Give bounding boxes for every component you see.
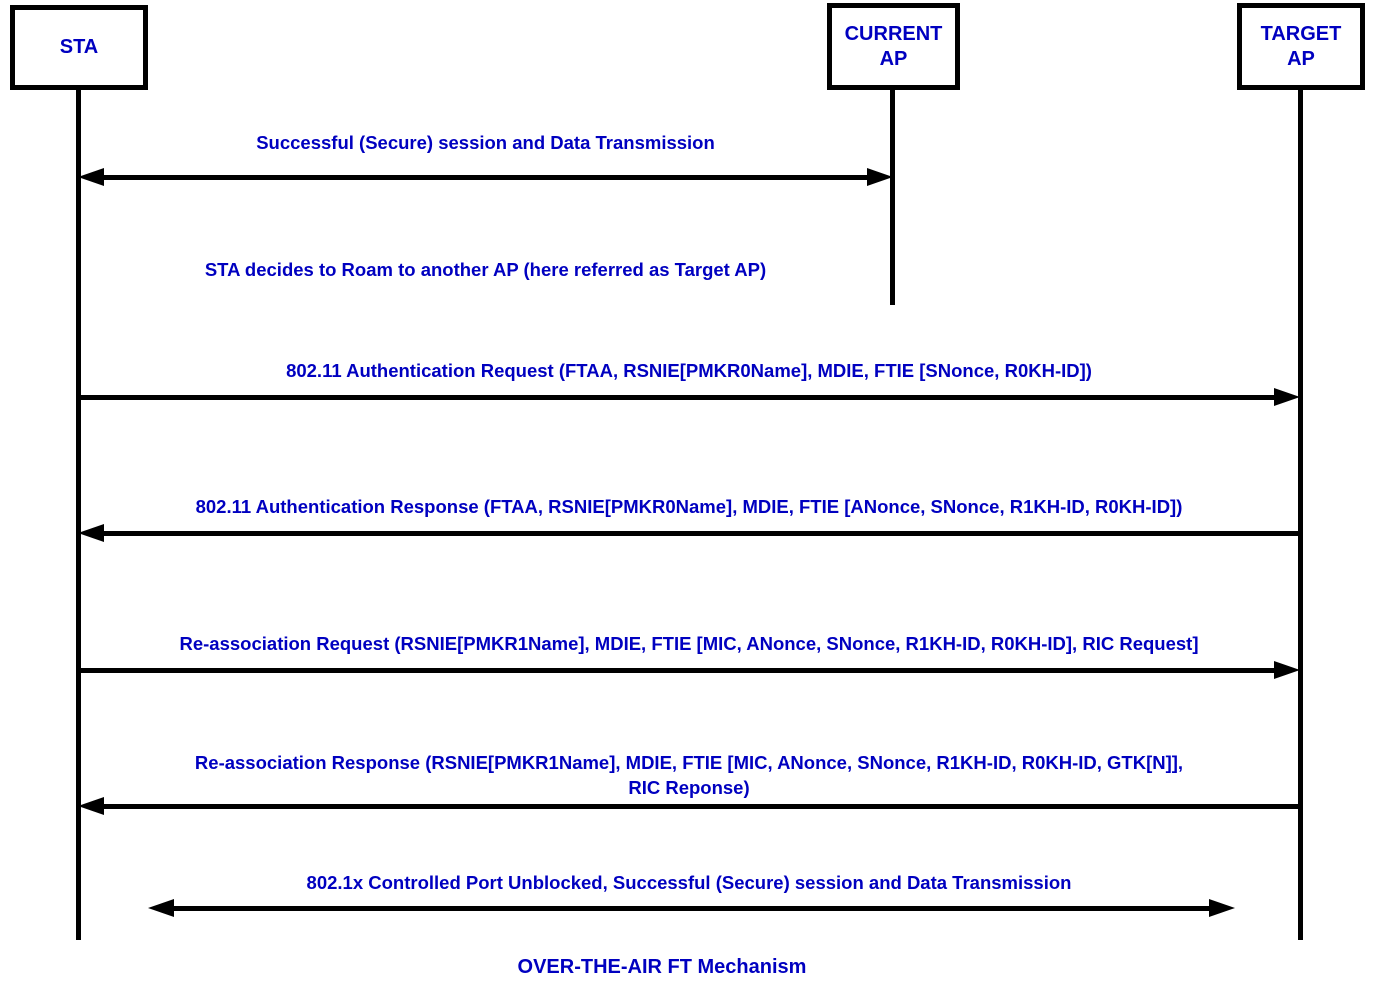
actor-label-target-ap: TARGET AP [1260,22,1342,70]
message-label: Successful (Secure) session and Data Tra… [256,132,715,153]
message-arrow [78,660,1300,680]
arrow-shaft [174,905,1209,911]
actor-box-current-ap: CURRENT AP [827,3,960,90]
message-arrow [148,898,1235,918]
diagram-title: OVER-THE-AIR FT Mechanism [517,956,807,978]
actor-label-current-ap: CURRENT AP [844,22,943,70]
actor-label-sta: STA [59,36,99,58]
message-label: 802.11 Authentication Response (FTAA, RS… [195,496,1183,517]
arrowhead-right-icon [1274,661,1300,679]
message-arrow [78,167,893,187]
message-label: Re-association Response (RSNIE[PMKR1Name… [194,752,1184,798]
message-arrow [78,387,1300,407]
message-label: 802.11 Authentication Request (FTAA, RSN… [286,360,1092,381]
arrowhead-left-icon [78,797,104,815]
arrowhead-right-icon [1274,388,1300,406]
lifeline-target-ap [1298,90,1303,940]
arrow-shaft [104,530,1300,536]
message-label: STA decides to Roam to another AP (here … [204,259,767,280]
arrowhead-left-icon [78,168,104,186]
arrow-shaft [78,394,1274,400]
lifeline-current-ap [890,90,895,305]
arrowhead-right-icon [1209,899,1235,917]
arrowhead-left-icon [148,899,174,917]
actor-box-target-ap: TARGET AP [1237,3,1365,90]
arrow-shaft [104,174,867,180]
message-label: Re-association Request (RSNIE[PMKR1Name]… [179,633,1199,654]
arrowhead-left-icon [78,524,104,542]
actor-box-sta: STA [10,5,148,90]
arrowhead-right-icon [867,168,893,186]
arrow-shaft [104,803,1300,809]
message-label: 802.1x Controlled Port Unblocked, Succes… [306,872,1072,893]
lifeline-sta [76,90,81,940]
message-arrow [78,523,1300,543]
message-arrow [78,796,1300,816]
arrow-shaft [78,667,1274,673]
